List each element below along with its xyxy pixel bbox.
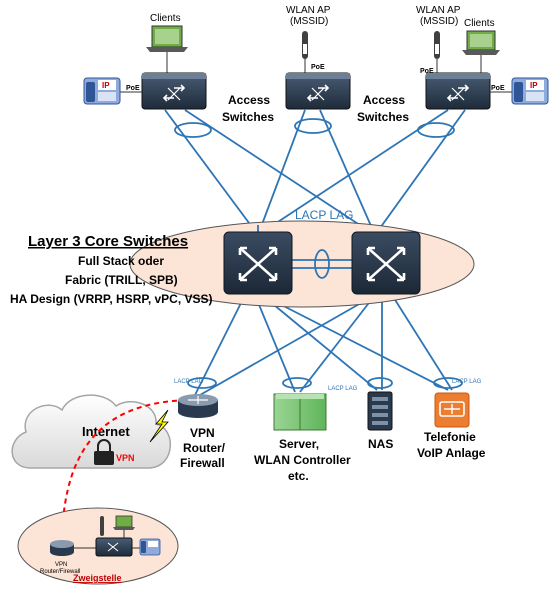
lacp-lag-telefonie-label: LACP LAG xyxy=(452,379,482,385)
telefonie-label-2: VoIP Anlage xyxy=(417,446,486,460)
nas-icon xyxy=(367,391,393,431)
vpn-router-label-1: VPN xyxy=(190,426,215,440)
wlan-ap-icon xyxy=(100,516,104,536)
branch-router-label-1: VPN xyxy=(55,562,67,568)
access-label-right-2: Switches xyxy=(357,110,409,124)
vpn-router-label-2: Router/ xyxy=(183,441,226,455)
access-label-right-1: Access xyxy=(363,93,405,107)
vpn-router-icon xyxy=(178,394,218,418)
mssid-center-label: (MSSID) xyxy=(290,16,328,27)
core-line-2: Fabric (TRILL, SPB) xyxy=(65,273,178,287)
lacp-lag-core-label: LACP LAG xyxy=(295,208,353,222)
poe-label: PoE xyxy=(491,85,505,92)
core-line-3: HA Design (VRRP, HSRP, vPC, VSS) xyxy=(10,292,213,306)
branch-router-label-2: Router/Firewall xyxy=(40,569,80,575)
lacp-lag-vpn-label: LACP LAG xyxy=(174,379,204,385)
lock-icon xyxy=(94,439,114,465)
server-icon xyxy=(273,393,327,431)
laptop-icon xyxy=(146,25,188,52)
poe-label: PoE xyxy=(311,64,325,71)
access-switch-right xyxy=(425,72,491,110)
internet-label: Internet xyxy=(82,424,130,439)
access-label-left-2: Switches xyxy=(222,110,274,124)
server-label-3: etc. xyxy=(288,469,309,483)
laptop-icon xyxy=(113,515,135,530)
vpn-cloud-label: VPN xyxy=(116,453,135,463)
mssid-right-label: (MSSID) xyxy=(420,16,458,27)
access-switch-center xyxy=(285,72,351,110)
ip-phone-icon xyxy=(139,538,161,556)
wlan-ap-center-label: WLAN AP xyxy=(286,5,331,16)
lacp-ellipses xyxy=(174,118,463,389)
access-label-left-1: Access xyxy=(228,93,270,107)
branch-router-icon xyxy=(50,540,74,556)
uplinks-access-to-core xyxy=(164,109,466,236)
access-switch-left xyxy=(141,72,207,110)
zweigstelle-label: Zweigstelle xyxy=(73,573,122,583)
internet-cloud xyxy=(11,394,171,469)
core-interlink xyxy=(292,249,352,279)
ip-phone-icon xyxy=(83,77,121,105)
branch-switch-icon xyxy=(95,537,133,557)
lightning-icon xyxy=(149,409,169,443)
server-label-1: Server, xyxy=(279,437,319,451)
clients-right-label: Clients xyxy=(464,18,495,29)
poe-label: PoE xyxy=(420,68,434,75)
clients-left-label: Clients xyxy=(150,13,181,24)
core-switch-right xyxy=(351,231,421,295)
laptop-icon xyxy=(462,30,500,55)
ip-label: IP xyxy=(530,81,538,90)
core-line-1: Full Stack oder xyxy=(78,254,164,268)
telefonie-label-1: Telefonie xyxy=(424,430,476,444)
core-title: Layer 3 Core Switches xyxy=(28,233,188,250)
telefonie-icon xyxy=(434,392,470,428)
lacp-lag-server-label: LACP LAG xyxy=(328,386,358,392)
wlan-ap-icon xyxy=(434,31,440,59)
vpn-router-label-3: Firewall xyxy=(180,456,225,470)
wlan-ap-right-label: WLAN AP xyxy=(416,5,461,16)
core-switch-left xyxy=(223,231,293,295)
vpn-tunnel xyxy=(61,399,196,541)
downlinks-core-to-services xyxy=(194,294,453,396)
ip-label: IP xyxy=(102,81,110,90)
poe-label: PoE xyxy=(126,85,140,92)
server-label-2: WLAN Controller xyxy=(254,453,351,467)
wlan-ap-icon xyxy=(302,31,308,59)
ip-phone-icon xyxy=(511,77,549,105)
nas-label: NAS xyxy=(368,437,393,451)
